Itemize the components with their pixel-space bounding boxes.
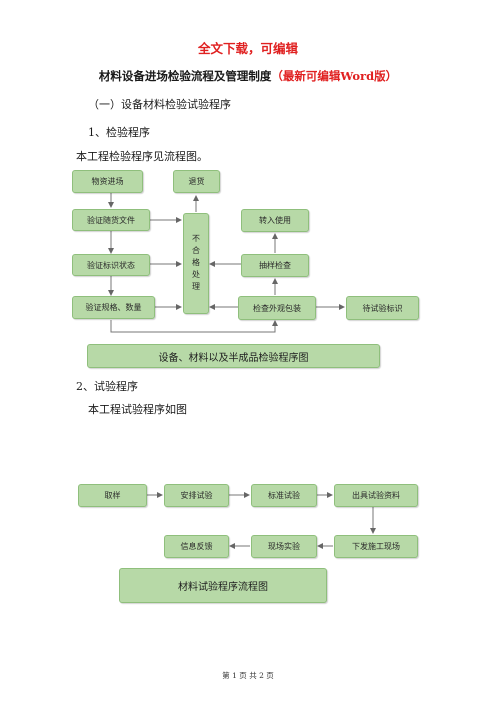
section2-description: 本工程试验程序如图	[88, 403, 187, 416]
node-reject: 不合格处理	[183, 213, 209, 314]
title-main: 材料设备进场检验流程及管理制度	[98, 69, 272, 83]
flowchart1-caption: 设备、材料以及半成品检验程序图	[87, 344, 380, 368]
document-title: 材料设备进场检验流程及管理制度（最新可编辑Word版）	[0, 68, 496, 84]
node-return: 退货	[173, 170, 220, 193]
node-issue-site: 下发施工现场	[334, 535, 418, 558]
subsection-heading-1: 1、检验程序	[88, 126, 150, 139]
section-heading: （一）设备材料检验试验程序	[88, 98, 231, 111]
node-verify-spec: 验证规格、数量	[72, 296, 155, 319]
node-standard-test: 标准试验	[251, 484, 317, 507]
subsection-heading-2: 2、试验程序	[76, 380, 138, 393]
node-to-use: 转入使用	[241, 209, 309, 232]
node-take-sample: 取样	[78, 484, 147, 507]
node-verify-mark: 验证标识状态	[72, 254, 150, 276]
download-banner: 全文下载，可编辑	[197, 41, 298, 56]
node-sample: 抽样检查	[241, 254, 309, 277]
flowchart2-caption: 材料试验程序流程图	[119, 568, 327, 603]
node-issue-report: 出具试验资料	[334, 484, 418, 507]
node-field-test: 现场实验	[251, 535, 317, 558]
node-inspect-pack: 检查外观包装	[238, 296, 316, 320]
title-highlight: （最新可编辑Word版）	[271, 69, 398, 83]
node-arrival: 物资进场	[72, 170, 143, 193]
node-arrange-test: 安排试验	[164, 484, 229, 507]
node-await-mark: 待试验标识	[346, 296, 419, 320]
section1-description: 本工程检验程序见流程图。	[76, 150, 208, 163]
node-verify-docs: 验证随货文件	[72, 209, 150, 231]
node-feedback: 信息反馈	[164, 535, 229, 558]
page-number: 第 1 页 共 2 页	[222, 671, 274, 680]
